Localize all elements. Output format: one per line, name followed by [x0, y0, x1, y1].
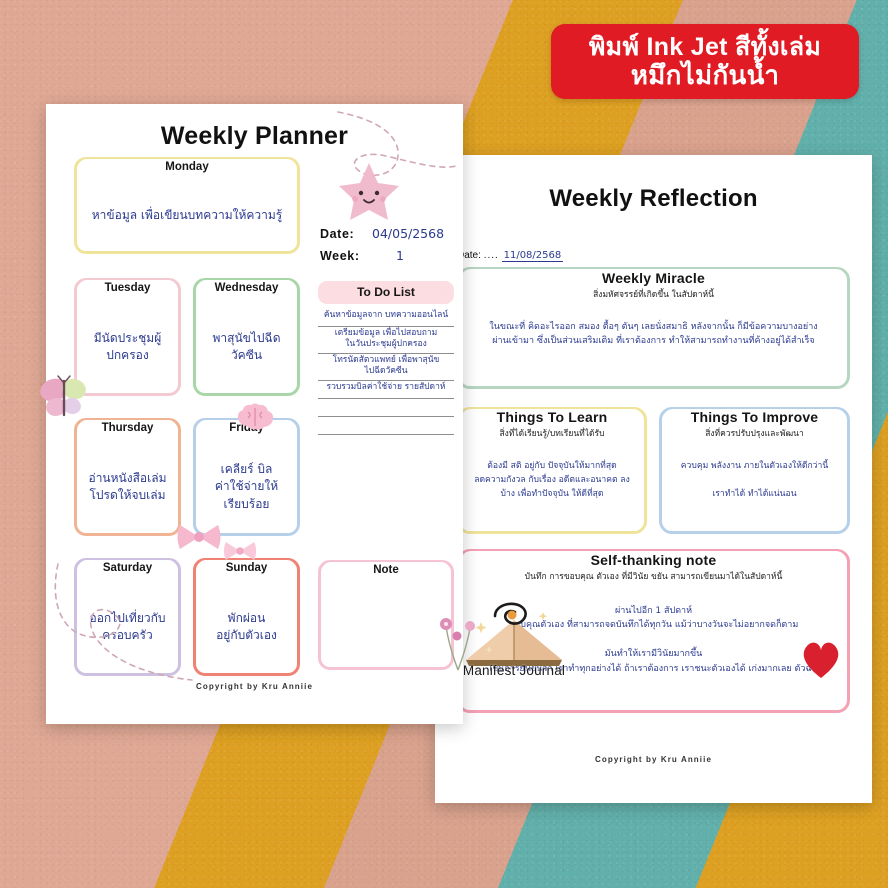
- self-thanking-title: Self-thanking note: [590, 551, 717, 568]
- day-header-monday: Monday: [74, 157, 300, 179]
- reflection-copyright: Copyright by Kru Anniie: [594, 755, 712, 764]
- weekly-miracle-content[interactable]: ในขณะที่ คิดอะไรออก สมอง ตื้อๆ ตันๆ เลยน…: [489, 322, 818, 347]
- reflection-date-dots: ....: [483, 250, 499, 261]
- day-note-monday[interactable]: หาข้อมูล เพื่อเขียนบทความให้ความรู้: [91, 207, 283, 222]
- section-things-to-learn[interactable]: Things To Learn สิ่งที่ได้เรียนรู้/บทเรี…: [457, 407, 647, 534]
- note-box[interactable]: Note: [318, 560, 454, 670]
- day-note-tuesday[interactable]: มีนัดประชุมผู้ ปกครอง: [93, 330, 162, 362]
- things-to-learn-subtitle: สิ่งที่ได้เรียนรู้/บทเรียนที่ได้รับ: [499, 428, 605, 439]
- day-header-thursday: Thursday: [74, 418, 181, 440]
- planner-week-value[interactable]: 1: [396, 248, 404, 263]
- day-card-monday[interactable]: Monday หาข้อมูล เพื่อเขียนบทความให้ความร…: [74, 157, 300, 254]
- section-weekly-miracle[interactable]: Weekly Miracle สิ่งมหัศจรรย์ที่เกิดขึ้น …: [457, 267, 850, 389]
- to-do-list-items: ค้นหาข้อมูลจาก บทความออนไลน์ เตรียมข้อมู…: [318, 309, 454, 435]
- day-note-thursday[interactable]: อ่านหนังสือเล่ม โปรดให้จบเล่ม: [88, 470, 167, 502]
- promo-line-2: หมึกไม่กันน้ำ: [630, 59, 780, 90]
- planner-date-label: Date:: [320, 227, 355, 241]
- day-card-friday[interactable]: Friday เคลียร์ บิล ค่าใช้จ่ายให้ เรียบร้…: [193, 418, 300, 536]
- things-to-improve-content[interactable]: ควบคุม พลังงาน ภายในตัวเองให้ดีกว่านี้ เ…: [680, 461, 829, 499]
- day-header-wednesday: Wednesday: [193, 278, 300, 300]
- weekly-miracle-subtitle: สิ่งมหัศจรรย์ที่เกิดขึ้น ในสัปดาห์นี้: [593, 289, 714, 300]
- day-note-friday[interactable]: เคลียร์ บิล ค่าใช้จ่ายให้ เรียบร้อย: [214, 461, 279, 511]
- planner-copyright: Copyright by Kru Anniie: [195, 682, 313, 691]
- planner-date-value[interactable]: 04/05/2568: [372, 226, 445, 241]
- to-do-item[interactable]: รวบรวมบิลค่าใช้จ่าย รายสัปดาห์: [318, 381, 454, 399]
- things-to-learn-header: Things To Learn สิ่งที่ได้เรียนรู้/บทเรี…: [457, 407, 647, 444]
- day-card-tuesday[interactable]: Tuesday มีนัดประชุมผู้ ปกครอง: [74, 278, 181, 396]
- promo-badge: พิมพ์ Ink Jet สีทั้งเล่ม หมึกไม่กันน้ำ: [551, 24, 859, 99]
- section-things-to-improve[interactable]: Things To Improve สิ่งที่ควรปรับปรุงและพ…: [659, 407, 850, 534]
- to-do-list-title: To Do List: [318, 281, 454, 304]
- reflection-date-label: Date:: [457, 250, 481, 261]
- planner-date-row: Date: 04/05/2568: [320, 226, 444, 241]
- day-note-sunday[interactable]: พักผ่อน อยู่กับตัวเอง: [216, 610, 277, 642]
- day-note-wednesday[interactable]: พาสุนัขไปฉีด วัคซีน: [212, 330, 281, 362]
- things-to-learn-content[interactable]: ต้องมี สติ อยู่กับ ปัจจุบันให้มากที่สุด …: [474, 461, 630, 499]
- to-do-item[interactable]: เตรียมข้อมูล เพื่อไปสอบถาม ในวันประชุมผู…: [318, 327, 454, 354]
- self-thanking-content[interactable]: ผ่านไปอีก 1 สัปดาห์ ขอบคุณตัวเอง ที่สามา…: [489, 606, 818, 674]
- weekly-reflection-sheet: Weekly Reflection Date: .... 11/08/2568 …: [435, 155, 872, 803]
- day-header-sunday: Sunday: [193, 558, 300, 580]
- day-card-saturday[interactable]: Saturday ออกไปเที่ยวกับ ครอบครัว: [74, 558, 181, 676]
- to-do-item[interactable]: ค้นหาข้อมูลจาก บทความออนไลน์: [318, 309, 454, 327]
- weekly-miracle-header: Weekly Miracle สิ่งมหัศจรรย์ที่เกิดขึ้น …: [457, 267, 850, 306]
- planner-week-label: Week:: [320, 249, 360, 263]
- weekly-miracle-title: Weekly Miracle: [602, 269, 705, 286]
- day-note-saturday[interactable]: ออกไปเที่ยวกับ ครอบครัว: [89, 610, 166, 642]
- planner-week-row: Week: 1: [320, 248, 444, 263]
- note-header: Note: [318, 560, 454, 582]
- to-do-item[interactable]: โทรนัดสัตวแพทย์ เพื่อพาสุนัข ไปฉีดวัคซีน: [318, 354, 454, 381]
- self-thanking-subtitle: บันทึก การขอบคุณ ตัวเอง ที่มีวินัย ขยัน …: [524, 571, 783, 582]
- day-header-tuesday: Tuesday: [74, 278, 181, 300]
- weekly-planner-sheet: Weekly Planner Date: 04/05/2568 Week: 1 …: [46, 104, 463, 724]
- day-card-wednesday[interactable]: Wednesday พาสุนัขไปฉีด วัคซีน: [193, 278, 300, 396]
- reflection-date: Date: .... 11/08/2568: [457, 250, 564, 262]
- reflection-date-value[interactable]: 11/08/2568: [501, 250, 564, 262]
- planner-date-block: Date: 04/05/2568 Week: 1: [320, 226, 444, 270]
- day-header-saturday: Saturday: [74, 558, 181, 580]
- section-self-thanking-note[interactable]: Self-thanking note บันทึก การขอบคุณ ตัวเ…: [457, 549, 850, 713]
- manifest-journal-logo: Manifest Journal: [448, 598, 580, 678]
- day-card-sunday[interactable]: Sunday พักผ่อน อยู่กับตัวเอง: [193, 558, 300, 676]
- day-card-thursday[interactable]: Thursday อ่านหนังสือเล่ม โปรดให้จบเล่ม: [74, 418, 181, 536]
- to-do-item[interactable]: [318, 399, 454, 417]
- things-to-improve-header: Things To Improve สิ่งที่ควรปรับปรุงและพ…: [659, 407, 850, 444]
- things-to-learn-title: Things To Learn: [496, 408, 608, 425]
- open-book-icon: [466, 602, 562, 666]
- promo-line-1: พิมพ์ Ink Jet สีทั้งเล่ม: [588, 32, 822, 61]
- self-thanking-header: Self-thanking note บันทึก การขอบคุณ ตัวเ…: [457, 549, 850, 588]
- day-header-friday: Friday: [193, 418, 300, 440]
- to-do-list[interactable]: To Do List ค้นหาข้อมูลจาก บทความออนไลน์ …: [318, 281, 454, 435]
- things-to-improve-subtitle: สิ่งที่ควรปรับปรุงและพัฒนา: [705, 428, 804, 439]
- reflection-page-title: Weekly Reflection: [549, 185, 758, 212]
- to-do-item[interactable]: [318, 417, 454, 435]
- manifest-journal-label: Manifest Journal: [462, 663, 566, 678]
- things-to-improve-title: Things To Improve: [690, 408, 819, 425]
- note-content[interactable]: [321, 583, 451, 667]
- planner-page-title: Weekly Planner: [160, 122, 349, 150]
